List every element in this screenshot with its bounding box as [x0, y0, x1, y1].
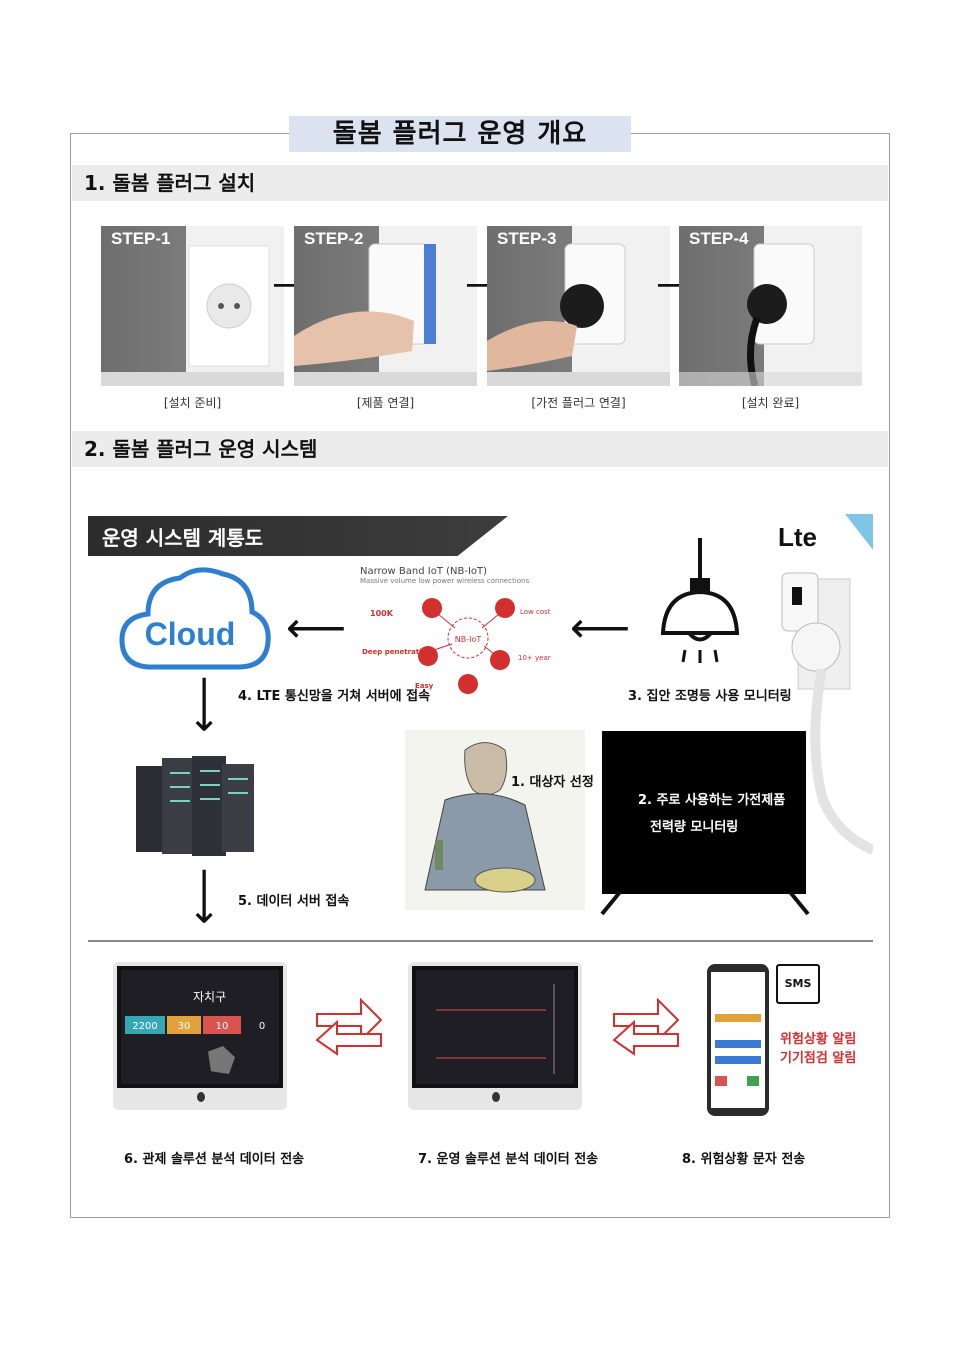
exchange-arrows-icon	[315, 997, 383, 1056]
step-2-photo: STEP-2	[294, 226, 477, 386]
arrow-down-icon: ⟶	[181, 867, 228, 925]
step-4-photo: STEP-4	[679, 226, 862, 386]
dashboard-title: 자치구	[193, 990, 227, 1004]
svg-text:10+ year: 10+ year	[518, 654, 551, 662]
step-2-label: STEP-2	[304, 229, 364, 248]
control-monitor: 자치구 2200 30 10 0	[113, 962, 287, 1110]
svg-text:Deep penetration: Deep penetration	[362, 648, 431, 656]
dashboard-value-4: 0	[258, 1021, 266, 1032]
control-dashboard-screen: 자치구 2200 30 10 0	[117, 966, 283, 1088]
tv-stand-icon	[600, 892, 810, 916]
socket-icon	[101, 226, 284, 386]
nbiot-subtitle: Massive volume low power wireless connec…	[360, 577, 530, 585]
smartphone	[707, 964, 769, 1116]
step-4-caption: [설치 완료]	[741, 396, 800, 410]
sms-alert-line2: 기기점검 알림	[780, 1051, 857, 1066]
step-3-caption: [가전 플러그 연결]	[531, 396, 626, 410]
dashboard-value-1: 2200	[125, 1016, 165, 1034]
step-1-label: STEP-1	[111, 229, 171, 248]
appliance-plug-icon	[487, 226, 670, 386]
apple-logo-icon	[492, 1092, 500, 1102]
step-4-text: 4. LTE 통신망을 거쳐 서버에 접속	[238, 689, 431, 704]
arrow-left-icon: ⟵	[570, 603, 631, 652]
system-diagram-banner: 운영 시스템 계통도	[88, 516, 508, 556]
arrow-left-icon: ⟵	[286, 603, 347, 652]
arrow-down-icon: ⟶	[181, 675, 228, 733]
document-title: 돌봄 플러그 운영 개요	[289, 116, 631, 152]
step-1-caption: [설치 준비]	[163, 396, 222, 410]
step-6-text: 6. 관제 솔루션 분석 데이터 전송	[124, 1152, 305, 1167]
step-1-photo: STEP-1	[101, 226, 284, 386]
section2-heading: 2. 돌봄 플러그 운영 시스템	[72, 431, 888, 467]
exchange-arrows-icon	[612, 997, 680, 1056]
nbiot-title: Narrow Band IoT (NB-IoT)	[360, 566, 488, 577]
operations-chart-screen	[412, 966, 578, 1088]
server-rack-icon	[136, 756, 254, 856]
sms-alert-line1: 위험상황 알림	[780, 1032, 857, 1047]
step-4-label: STEP-4	[689, 229, 749, 248]
sms-badge: SMS	[776, 964, 820, 1004]
plug-insert-icon	[294, 226, 477, 386]
dashboard-value-3: 10	[203, 1016, 241, 1034]
smart-plug-device-icon	[781, 572, 873, 855]
cloud-icon: Cloud	[119, 567, 271, 670]
tv-screen: 2. 주로 사용하는 가전제품 전력량 모니터링	[602, 731, 806, 894]
line-chart-icon	[436, 984, 555, 1074]
step-5-text: 5. 데이터 서버 접속	[238, 894, 350, 909]
svg-text:Easy: Easy	[415, 682, 434, 690]
step-8-text: 8. 위험상황 문자 전송	[682, 1152, 806, 1167]
operations-monitor	[408, 962, 582, 1110]
lte-logo: Lte	[778, 522, 817, 552]
installed-plug-icon	[679, 226, 862, 386]
banner-title: 운영 시스템 계통도	[102, 526, 264, 550]
dashboard-value-2: 30	[167, 1016, 201, 1034]
corner-accent-icon	[845, 514, 873, 550]
cloud-label: Cloud	[145, 616, 236, 652]
apple-logo-icon	[197, 1092, 205, 1102]
svg-text:Low cost: Low cost	[520, 608, 551, 616]
svg-text:NB-IoT: NB-IoT	[455, 635, 482, 644]
step-3-label: STEP-3	[497, 229, 557, 248]
phone-screen	[711, 972, 765, 1108]
step-7-text: 7. 운영 솔루션 분석 데이터 전송	[418, 1152, 599, 1167]
map-icon	[208, 1046, 235, 1074]
step-2-text-line1: 2. 주로 사용하는 가전제품	[638, 793, 786, 808]
step-3-photo: STEP-3	[487, 226, 670, 386]
lamp-icon	[660, 538, 740, 663]
nbiot-graphic: Narrow Band IoT (NB-IoT) Massive volume …	[360, 566, 555, 696]
svg-text:100K: 100K	[370, 609, 394, 618]
step-2-text-line2: 전력량 모니터링	[650, 820, 739, 835]
elderly-person-illustration	[405, 730, 585, 910]
step-2-caption: [제품 연결]	[356, 396, 415, 410]
step-1-text: 1. 대상자 선정	[511, 775, 594, 790]
nbiot-network-icon: NB-IoT 100K Low cost Deep penetration 10…	[362, 598, 551, 694]
section-divider	[88, 940, 873, 942]
section1-heading: 1. 돌봄 플러그 설치	[72, 165, 888, 201]
step-3-text: 3. 집안 조명등 사용 모니터링	[628, 689, 792, 704]
